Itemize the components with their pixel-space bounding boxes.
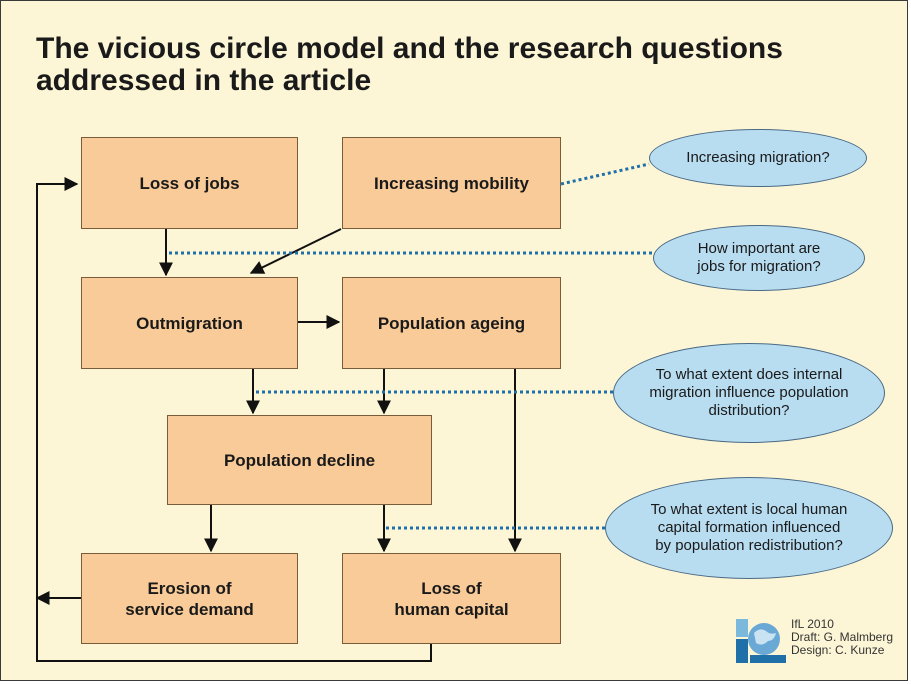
box-loss-of-human-capital: Loss of human capital (342, 553, 561, 644)
box-population-ageing: Population ageing (342, 277, 561, 369)
diagram-title: The vicious circle model and the researc… (36, 32, 783, 97)
dotted-link-q1 (560, 162, 650, 186)
question-jobs-importance: How important are jobs for migration? (653, 225, 865, 291)
question-human-capital-formation: To what extent is local human capital fo… (605, 477, 893, 579)
box-erosion-of-service-demand: Erosion of service demand (81, 553, 298, 644)
box-loss-of-jobs: Loss of jobs (81, 137, 298, 229)
box-increasing-mobility: Increasing mobility (342, 137, 561, 229)
question-increasing-migration: Increasing migration? (649, 129, 867, 187)
arrow-feedback-loop (36, 177, 432, 662)
arrow-mobility-to-outmigration (249, 228, 342, 274)
box-outmigration: Outmigration (81, 277, 298, 369)
ifl-globe-logo-icon (736, 619, 786, 663)
box-population-decline: Population decline (167, 415, 432, 505)
question-internal-migration: To what extent does internal migration i… (613, 343, 885, 443)
credits-text: IfL 2010 Draft: G. Malmberg Design: C. K… (791, 617, 894, 657)
